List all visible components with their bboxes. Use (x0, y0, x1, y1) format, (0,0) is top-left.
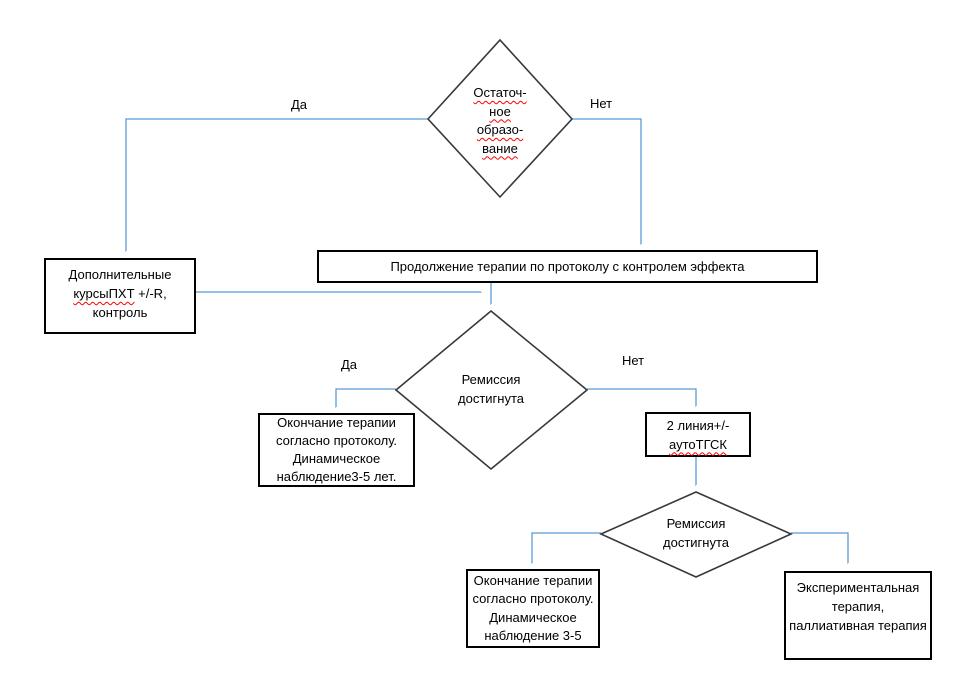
box-continue-therapy: Продолжение терапии по протоколу с контр… (317, 250, 818, 283)
decision-remission1-diamond (394, 309, 589, 471)
box-continue-therapy-label: Продолжение терапии по протоколу с контр… (390, 259, 745, 274)
decision-remission2-diamond (599, 491, 793, 578)
box-second-line-line1: 2 линия+/- (666, 417, 730, 433)
label-no-top: Нет (590, 96, 613, 111)
box-additional-courses-line2-rest: +/-R, (134, 286, 167, 301)
connector-remission1-yes (336, 388, 396, 407)
box-end-therapy-1-label: Окончание терапии согласно протоколу. Ди… (275, 415, 398, 484)
decision-residual-diamond (426, 38, 574, 199)
connector-residual-no (572, 118, 642, 244)
label-no-mid: Нет (622, 353, 645, 368)
box-end-therapy-1: Окончание терапии согласно протоколу. Ди… (258, 413, 415, 487)
label-yes-mid: Да (341, 357, 358, 372)
box-experimental-therapy-label: Экспериментальная терапия, паллиативная … (789, 580, 927, 633)
connector-remission2-yes (532, 532, 601, 563)
connector-residual-yes (126, 118, 428, 251)
misspelled-word: аутоТГСК (669, 436, 727, 452)
box-additional-courses: Дополнительные курсыПХТ +/-R, контроль (44, 258, 196, 334)
box-additional-courses-line2: курсыПХТ +/-R, (73, 284, 166, 303)
box-additional-courses-line1: Дополнительные (68, 267, 172, 282)
box-end-therapy-2: Окончание терапии согласно протоколу. Ди… (466, 569, 600, 648)
box-additional-courses-line3: контроль (92, 305, 148, 320)
connector-remission2-no (791, 532, 849, 563)
misspelled-word: курсыПХТ (73, 286, 135, 301)
connector-remission1-no (587, 388, 697, 406)
label-yes-top: Да (291, 97, 308, 112)
box-experimental-therapy: Экспериментальная терапия, паллиативная … (784, 571, 932, 660)
box-end-therapy-2-label: Окончание терапии согласно протоколу. Ди… (472, 572, 594, 644)
box-second-line: 2 линия+/- аутоТГСК (645, 412, 751, 457)
